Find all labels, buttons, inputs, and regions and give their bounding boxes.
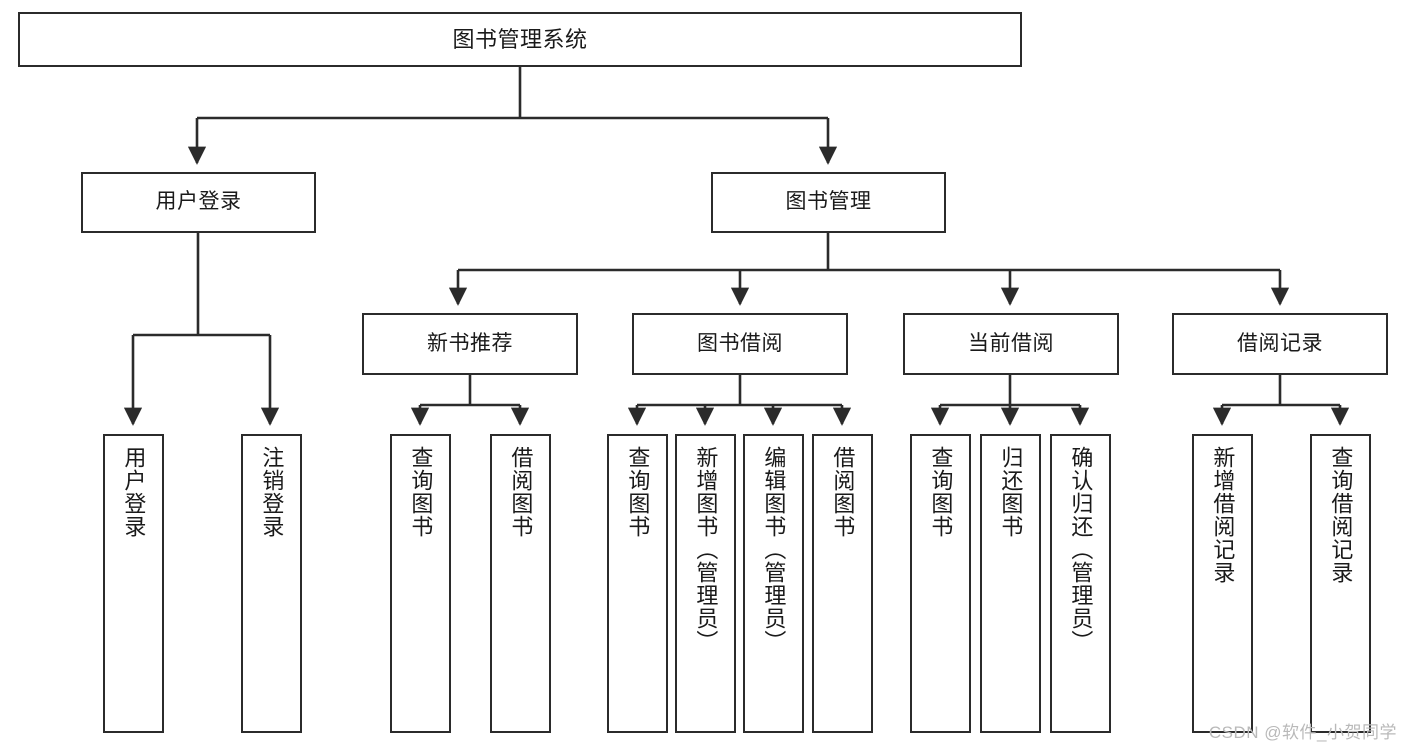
node-current-borrow[interactable]: 当前借阅	[903, 313, 1119, 375]
node-root[interactable]: 图书管理系统	[18, 12, 1022, 67]
leaf-query-record[interactable]: 查询借阅记录	[1310, 434, 1371, 733]
node-book-borrow-label: 图书借阅	[697, 331, 783, 355]
leaf-return-book[interactable]: 归还图书	[980, 434, 1041, 733]
node-root-label: 图书管理系统	[452, 26, 588, 52]
node-user-login-label: 用户登录	[155, 190, 242, 214]
csdn-watermark: CSDN @软件_小贺同学	[1208, 723, 1397, 742]
leaf-confirm-return-label: 确认归还（管理员）	[1068, 446, 1094, 653]
leaf-borrow-book-1[interactable]: 借阅图书	[490, 434, 551, 733]
leaf-edit-book-label: 编辑图书（管理员）	[761, 446, 787, 653]
leaf-user-login-label: 用户登录	[121, 446, 147, 538]
leaf-return-book-label: 归还图书	[998, 446, 1024, 538]
leaf-query-record-label: 查询借阅记录	[1328, 446, 1354, 584]
node-book-manage[interactable]: 图书管理	[711, 172, 946, 233]
leaf-user-login[interactable]: 用户登录	[103, 434, 164, 733]
leaf-query-book-3[interactable]: 查询图书	[910, 434, 971, 733]
node-current-borrow-label: 当前借阅	[968, 331, 1054, 355]
leaf-borrow-book-2-label: 借阅图书	[830, 446, 856, 538]
leaf-add-book[interactable]: 新增图书（管理员）	[675, 434, 736, 733]
node-new-book-recommend[interactable]: 新书推荐	[362, 313, 578, 375]
leaf-edit-book[interactable]: 编辑图书（管理员）	[743, 434, 804, 733]
leaf-query-book-2-label: 查询图书	[625, 446, 651, 538]
node-book-manage-label: 图书管理	[785, 190, 872, 214]
node-user-login[interactable]: 用户登录	[81, 172, 316, 233]
node-new-book-recommend-label: 新书推荐	[427, 331, 513, 355]
node-borrow-record[interactable]: 借阅记录	[1172, 313, 1388, 375]
leaf-query-book-2[interactable]: 查询图书	[607, 434, 668, 733]
leaf-borrow-book-1-label: 借阅图书	[508, 446, 534, 538]
leaf-add-book-label: 新增图书（管理员）	[693, 446, 719, 653]
leaf-query-book-1[interactable]: 查询图书	[390, 434, 451, 733]
leaf-query-book-1-label: 查询图书	[408, 446, 434, 538]
leaf-add-record[interactable]: 新增借阅记录	[1192, 434, 1253, 733]
leaf-user-logout-label: 注销登录	[259, 446, 285, 538]
leaf-add-record-label: 新增借阅记录	[1210, 446, 1236, 584]
node-book-borrow[interactable]: 图书借阅	[632, 313, 848, 375]
leaf-confirm-return[interactable]: 确认归还（管理员）	[1050, 434, 1111, 733]
leaf-borrow-book-2[interactable]: 借阅图书	[812, 434, 873, 733]
node-borrow-record-label: 借阅记录	[1237, 331, 1323, 355]
leaf-user-logout[interactable]: 注销登录	[241, 434, 302, 733]
leaf-query-book-3-label: 查询图书	[928, 446, 954, 538]
